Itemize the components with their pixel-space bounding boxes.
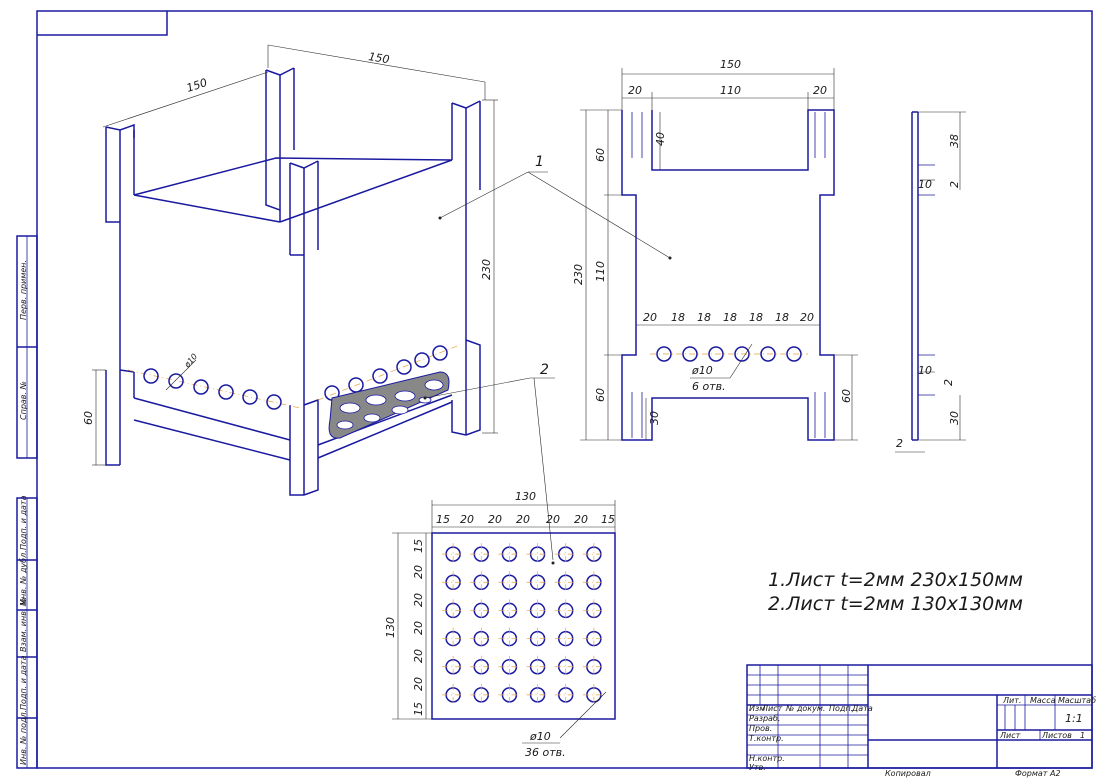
callout-2: 2: [540, 362, 549, 378]
side-dim-w2: 10: [918, 364, 932, 377]
strip-label-4: Инв. № дубл.: [19, 550, 28, 605]
callout-1: 1: [535, 154, 544, 170]
front-dim-bot-h: 60: [594, 388, 607, 402]
iso-dim-w1: 150: [185, 76, 209, 95]
plate-dim-total-h: 130: [384, 617, 397, 638]
tb-sheet: Лист: [999, 731, 1021, 740]
left-strip: Перв. примен. Справ. № Подп. и дата Инв.…: [16, 235, 38, 769]
footer-format: Формат A2: [1015, 769, 1061, 778]
front-hole-count: 6 отв.: [692, 380, 726, 393]
plate-dim-top-5: 20: [546, 513, 560, 526]
side-dim-g1: 2: [948, 181, 961, 188]
front-hole-dim-3: 18: [697, 311, 711, 324]
front-dim-left: 20: [628, 84, 642, 97]
plate-dim-top-1: 15: [436, 513, 450, 526]
note-1: 1.Лист t=2мм 230x150мм: [768, 569, 1023, 591]
front-hole-dim-7: 20: [800, 311, 814, 324]
strip-label-1: Перв. примен.: [19, 260, 28, 320]
strip-label-5: Взам. инв. №: [19, 598, 28, 652]
front-dim-total-h: 230: [572, 264, 585, 285]
plate-dim-left-7: 15: [412, 702, 425, 716]
plate-dim-top-7: 15: [601, 513, 615, 526]
tb-col-date: Дата: [851, 704, 873, 713]
front-dim-right: 20: [813, 84, 827, 97]
iso-dim-w2: 150: [368, 50, 391, 66]
tb-row-tkontr: Т.контр.: [749, 734, 784, 743]
plate-hole-size: ø10: [529, 730, 551, 743]
notes: 1.Лист t=2мм 230x150мм 2.Лист t=2мм 130x…: [768, 569, 1023, 615]
plate-holes: [442, 543, 605, 706]
tb-col-sign: Подп.: [829, 704, 853, 713]
front-hole-dim-1: 20: [643, 311, 657, 324]
tb-col-list: Лист: [761, 704, 783, 713]
front-dim-slot-bot: 30: [648, 411, 661, 425]
front-dim-slot: 40: [654, 132, 667, 146]
plate-dim-left-2: 20: [412, 565, 425, 579]
note-2: 2.Лист t=2мм 130x130мм: [768, 593, 1023, 615]
side-dim-top: 38: [948, 134, 961, 148]
plate-dim-top-4: 20: [516, 513, 530, 526]
strip-label-3: Подп. и дата: [19, 495, 28, 550]
front-dim-total-w: 150: [720, 58, 741, 71]
plate-hole-count: 36 отв.: [525, 746, 566, 759]
tb-col-doc: № докум.: [785, 704, 825, 713]
front-dim-mid-h: 110: [594, 261, 607, 282]
side-dim-g2: 2: [942, 379, 955, 386]
tb-lit: Лит.: [1002, 696, 1021, 705]
tb-col-izm: Изм: [749, 704, 765, 713]
front-dim-mid: 110: [720, 84, 741, 97]
front-dim-top-h: 60: [594, 148, 607, 162]
side-dim-bot: 30: [948, 411, 961, 425]
front-dim-right-h: 60: [840, 389, 853, 403]
isometric-view: 150 150 230 60 ø10 1 2: [82, 44, 672, 565]
tb-row-nkontr: Н.контр.: [749, 754, 785, 763]
tb-row-utv: Утв.: [749, 763, 766, 772]
plate-dim-left-3: 20: [412, 593, 425, 607]
tb-scale-value: 1:1: [1065, 712, 1083, 725]
tb-scale: Масштаб: [1058, 696, 1096, 705]
strip-label-2: Справ. №: [19, 381, 28, 420]
plate-dim-left-4: 20: [412, 621, 425, 635]
iso-dim-h: 230: [480, 259, 493, 280]
front-view: 150 20 110 20 40 230 60 110 60 30 60 20 …: [572, 58, 858, 441]
plate-dim-left-6: 20: [412, 677, 425, 691]
plate-dim-top-2: 20: [460, 513, 474, 526]
iso-dim-side: 60: [82, 411, 95, 425]
front-hole-dim-2: 18: [671, 311, 685, 324]
plate-dim-top-6: 20: [574, 513, 588, 526]
tb-mass: Масса: [1030, 696, 1056, 705]
tb-sheets: Листов: [1041, 731, 1072, 740]
side-dim-w1: 10: [918, 178, 932, 191]
tb-row-razrab: Разраб.: [749, 714, 780, 723]
side-dim-t: 2: [896, 437, 903, 450]
front-hole-size: ø10: [691, 364, 713, 377]
tb-row-prov: Пров.: [749, 724, 772, 733]
title-block: Изм Лист № докум. Подп. Дата Разраб. Про…: [746, 664, 1096, 772]
plate-dim-top-3: 20: [488, 513, 502, 526]
strip-label-6: Подп. и дата: [19, 655, 28, 710]
plate-dim-left-1: 15: [412, 539, 425, 553]
plate-view: 130 15 20 20 20 20 20 15 130 15 20 20 20…: [384, 490, 616, 759]
iso-dim-hole: ø10: [182, 352, 199, 370]
front-hole-dim-5: 18: [749, 311, 763, 324]
tb-sheets-value: 1: [1080, 731, 1085, 740]
strip-label-7: Инв. № подл.: [19, 710, 28, 765]
plate-dim-left-5: 20: [412, 649, 425, 663]
front-hole-dim-6: 18: [775, 311, 789, 324]
plate-dim-total-w: 130: [515, 490, 536, 503]
footer-copied: Копировал: [885, 769, 931, 778]
front-hole-dim-4: 18: [723, 311, 737, 324]
side-view: 38 10 2 10 2 30 2: [895, 111, 966, 453]
